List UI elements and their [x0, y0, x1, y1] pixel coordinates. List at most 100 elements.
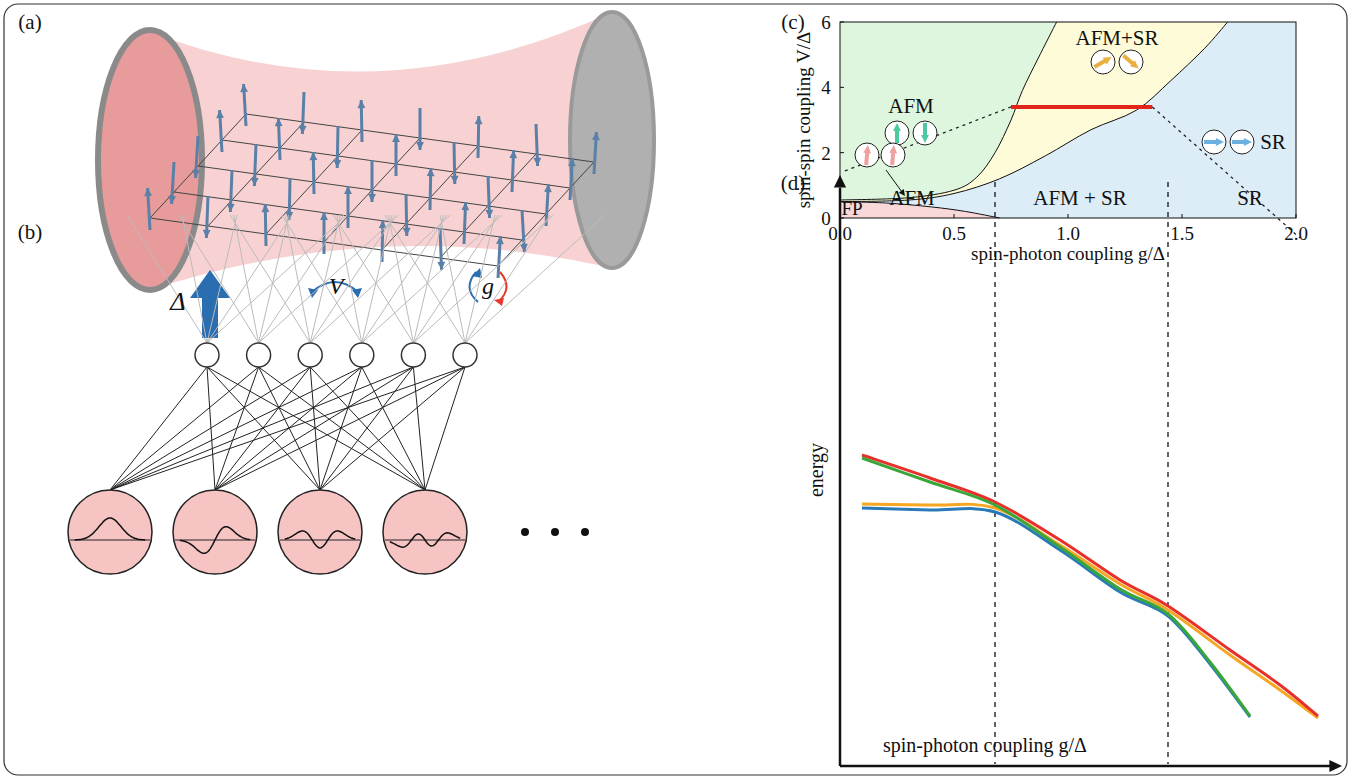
stroke	[1167, 182, 1168, 764]
stroke	[840, 22, 1057, 200]
afm-region	[840, 22, 1296, 218]
photon-mode	[68, 490, 152, 574]
stroke	[465, 215, 605, 343]
y-axis	[839, 188, 842, 766]
stroke	[362, 215, 392, 343]
arrow-head	[344, 186, 352, 194]
stroke	[388, 215, 413, 343]
arrow-head	[392, 134, 400, 142]
stroke	[259, 367, 320, 490]
arrow-head	[496, 236, 504, 244]
arrow-head	[299, 126, 307, 134]
stroke	[234, 215, 259, 343]
tick-label: 0.0	[828, 224, 852, 243]
hidden-unit	[298, 343, 322, 367]
stroke	[413, 367, 425, 490]
arrow-head	[889, 145, 897, 153]
arrow-head	[309, 152, 317, 160]
cavity	[98, 12, 654, 290]
axis-title: energy	[806, 443, 826, 497]
phase-diagram	[840, 22, 1300, 238]
stroke	[127, 215, 207, 343]
arrow-head	[192, 170, 200, 178]
hidden-unit	[350, 343, 374, 367]
stroke	[440, 215, 465, 343]
arrow-head	[275, 118, 283, 126]
plot-frame	[840, 22, 1296, 218]
spin-icon	[855, 143, 879, 167]
spin-icon	[885, 121, 909, 145]
region-label: FP	[841, 199, 862, 218]
wavefunction	[180, 527, 250, 554]
arrow-head	[863, 145, 871, 153]
region-label: AFM	[889, 188, 935, 209]
region-label: AFM+SR	[1075, 28, 1158, 49]
arrow-head	[1103, 57, 1112, 64]
stroke	[310, 215, 450, 343]
stroke	[413, 215, 553, 343]
stroke	[840, 87, 844, 88]
arrow-head	[1244, 138, 1252, 146]
arrow-head	[216, 110, 224, 118]
stroke	[465, 215, 495, 343]
stroke	[259, 215, 399, 343]
hidden-unit	[401, 343, 425, 367]
stroke	[362, 215, 502, 343]
arrow-head	[427, 168, 435, 176]
photon-mode	[278, 490, 362, 574]
arrow-head	[261, 204, 269, 212]
arrow-head	[533, 158, 541, 166]
x-axis	[840, 765, 1330, 768]
stroke	[465, 215, 550, 343]
energy-sketch	[834, 175, 1342, 772]
arrow-head	[485, 210, 493, 218]
stroke	[1068, 214, 1069, 218]
sr-region	[840, 22, 1296, 218]
panel-label: (d)	[781, 173, 806, 194]
energy-level	[862, 458, 1250, 716]
energy-level	[862, 508, 1250, 717]
stroke	[840, 22, 844, 23]
arrow-head	[1329, 760, 1342, 772]
stroke	[179, 215, 259, 343]
axis-title: spin-photon coupling g/Δ	[883, 735, 1087, 755]
stroke	[385, 215, 465, 343]
stroke	[110, 367, 413, 490]
arrow-head	[203, 230, 211, 238]
arrow-head	[240, 84, 248, 92]
photon-mode	[173, 490, 257, 574]
arrow-head	[1130, 60, 1139, 68]
arrow-head	[451, 176, 459, 184]
spin-icon	[1091, 50, 1115, 74]
arrow-head	[227, 204, 235, 212]
stroke	[320, 367, 465, 490]
arrow-head	[403, 228, 411, 236]
arrow-head	[357, 100, 365, 108]
arrow-head	[320, 212, 328, 220]
neural-network	[68, 215, 605, 574]
arrow-head	[475, 116, 483, 124]
arrow-head	[592, 132, 600, 140]
region-label: SR	[1237, 188, 1263, 209]
arrow-head	[509, 150, 517, 158]
cut-line	[1011, 105, 1152, 109]
arrow-head	[834, 175, 846, 188]
frame	[4, 4, 1347, 775]
stroke	[954, 214, 955, 218]
panel-label: (a)	[18, 12, 41, 33]
stroke	[110, 367, 362, 490]
tick-label: 1.5	[1170, 224, 1194, 243]
wavefunction	[285, 531, 355, 548]
stroke	[285, 215, 310, 343]
stroke	[215, 367, 465, 490]
hidden-unit	[453, 343, 477, 367]
photon-mode	[383, 490, 467, 574]
energy-level	[862, 504, 1318, 718]
spin-icon	[913, 121, 937, 145]
stroke	[110, 367, 465, 490]
spin-icon	[1202, 130, 1226, 154]
coupling-symbol: g	[482, 274, 494, 298]
spin-icon	[1230, 130, 1254, 154]
